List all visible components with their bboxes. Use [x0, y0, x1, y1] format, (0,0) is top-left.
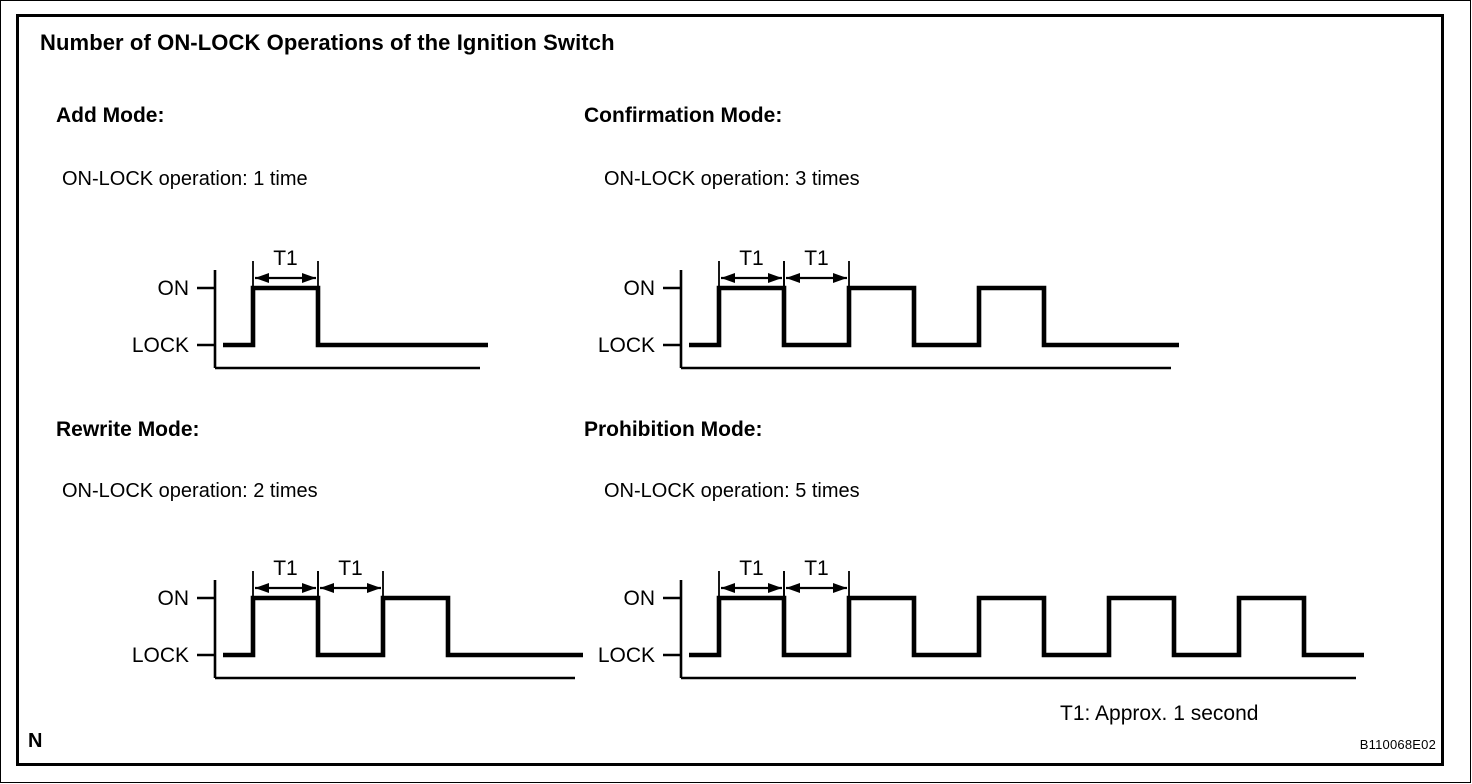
axis-label-lock: LOCK — [598, 644, 655, 667]
signal-trace-rewrite — [223, 595, 583, 658]
signal-trace-confirmation — [689, 285, 1179, 348]
dimension-label-t1: T1 — [804, 557, 829, 580]
waveform-svg-prohibition: ON LOCK T1 T1 — [598, 557, 1364, 680]
dimension-label-t1: T1 — [273, 557, 298, 580]
axis-label-on: ON — [624, 587, 656, 610]
footnote-t1: T1: Approx. 1 second — [1060, 702, 1259, 725]
mode-heading-add: Add Mode: — [56, 104, 165, 127]
figure-code: B110068E02 — [1359, 737, 1436, 752]
waveform-add: ON LOCK T1 — [130, 228, 500, 378]
dimension-t1-2: T1 — [317, 557, 384, 596]
dimension-label-t1: T1 — [739, 557, 764, 580]
waveform-confirmation: ON LOCK T1 T1 — [596, 228, 1256, 378]
mode-block-rewrite: Rewrite Mode: — [56, 418, 200, 442]
signal-trace-prohibition — [689, 595, 1364, 658]
mode-subtitle-rewrite: ON-LOCK operation: 2 times — [62, 480, 318, 502]
dimension-label-t1: T1 — [338, 557, 363, 580]
axis-label-lock: LOCK — [598, 334, 655, 357]
dimension-t1-1: T1 — [252, 557, 319, 596]
axis-label-on: ON — [158, 587, 190, 610]
mode-subtitle-confirmation: ON-LOCK operation: 3 times — [604, 168, 860, 190]
dimension-t1-1: T1 — [718, 247, 785, 286]
mode-heading-prohibition: Prohibition Mode: — [584, 418, 763, 441]
mode-block-prohibition: Prohibition Mode: — [584, 418, 762, 442]
axis-label-lock: LOCK — [132, 644, 189, 667]
axis-label-on: ON — [158, 277, 190, 300]
signal-trace-add — [223, 285, 488, 348]
waveform-svg-rewrite: ON LOCK T1 T1 — [132, 557, 583, 680]
corner-mark-n: N — [28, 730, 43, 752]
dimension-label-t1: T1 — [273, 247, 298, 270]
waveform-svg-confirmation: ON LOCK T1 T1 — [598, 247, 1179, 370]
dimension-t1-2: T1 — [783, 247, 850, 286]
mode-subtitle-prohibition: ON-LOCK operation: 5 times — [604, 480, 860, 502]
waveform-svg-add: ON LOCK T1 — [132, 247, 488, 370]
axis-label-on: ON — [624, 277, 656, 300]
dimension-t1-1: T1 — [718, 557, 785, 596]
waveform-prohibition: ON LOCK T1 T1 — [596, 538, 1416, 688]
dimension-t1-1: T1 — [252, 247, 319, 286]
dimension-t1-2: T1 — [783, 557, 850, 596]
axis-label-lock: LOCK — [132, 334, 189, 357]
dimension-label-t1: T1 — [804, 247, 829, 270]
figure-title: Number of ON-LOCK Operations of the Igni… — [40, 30, 615, 55]
mode-block-confirmation: Confirmation Mode: — [584, 104, 782, 128]
mode-block-add: Add Mode: — [56, 104, 164, 128]
mode-heading-rewrite: Rewrite Mode: — [56, 418, 200, 441]
mode-heading-confirmation: Confirmation Mode: — [584, 104, 783, 127]
dimension-label-t1: T1 — [739, 247, 764, 270]
mode-subtitle-add: ON-LOCK operation: 1 time — [62, 168, 308, 190]
waveform-rewrite: ON LOCK T1 T1 — [130, 538, 583, 688]
